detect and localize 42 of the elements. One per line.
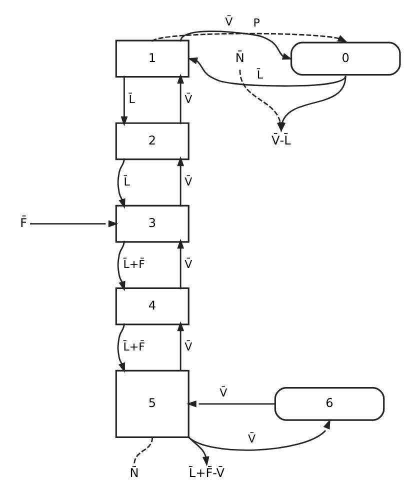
node-text: F̄ [20, 216, 27, 230]
edge-label: V̄ [219, 386, 227, 400]
edge-label: L̄+F̄ [122, 258, 144, 271]
node-box: 3 [114, 204, 189, 243]
edge-label: L̄ [123, 175, 130, 188]
edge-label: L̄ [128, 92, 134, 106]
edge-label: V̄ [184, 258, 192, 271]
node-box: 5 [114, 370, 189, 438]
arrow [151, 32, 348, 43]
arrow [120, 76, 128, 126]
arrow [188, 419, 330, 451]
node-box: 4 [114, 287, 189, 326]
arrow [30, 220, 118, 228]
node-text: V̄-L̄ [271, 133, 290, 148]
arrow [186, 400, 275, 408]
arrow [238, 70, 284, 132]
arrow [176, 238, 184, 290]
edge-label: P [252, 16, 260, 30]
arrow [116, 240, 125, 292]
node-box: 2 [114, 122, 189, 160]
connector [133, 437, 153, 464]
arrow [176, 321, 184, 371]
arrow [176, 74, 184, 124]
arrow [188, 436, 209, 466]
node-text: L̄+F̄-V̄ [188, 466, 224, 480]
arrow [116, 323, 125, 373]
arrow [116, 158, 125, 209]
edge-label: V̄ [184, 175, 192, 188]
edge-label: V̄ [248, 432, 256, 446]
node-box: 0 [290, 42, 400, 76]
arrow [187, 58, 346, 87]
arrow [176, 156, 184, 207]
edge-label: L̄ [256, 68, 263, 82]
node-box: 1 [114, 40, 189, 78]
edge-label: L̄+F̄ [122, 340, 144, 354]
node-box: 6 [274, 387, 384, 421]
edge-label: V̄ [184, 340, 192, 354]
node-text: N̄ [234, 50, 244, 65]
node-text: N̄ [129, 466, 138, 480]
arrow [179, 30, 292, 60]
edge-label: V̄ [224, 15, 232, 28]
edge-label: V̄ [184, 92, 192, 106]
